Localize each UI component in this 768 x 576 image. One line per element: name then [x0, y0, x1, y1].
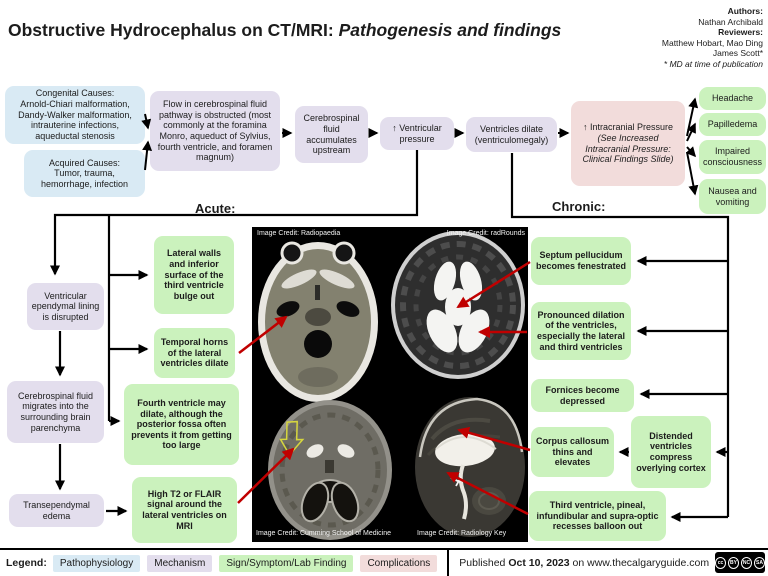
box-flow-obstructed: Flow in cerebrospinal fluid pathway is o… — [150, 91, 280, 171]
cc-nc-icon: NC — [741, 556, 752, 569]
box-high-t2-flair: High T2 or FLAIR signal around the later… — [132, 477, 237, 543]
legend-item-mechanism: Mechanism — [147, 554, 213, 572]
published-info: Published Oct 10, 2023 on www.thecalgary… — [447, 550, 709, 576]
reviewer-names-1: Matthew Hobart, Mao Ding — [661, 37, 763, 48]
box-transependymal-edema: Transependymal edema — [9, 494, 104, 527]
reviewer-names-2: James Scott* — [712, 48, 763, 58]
box-ventricular-pressure: ↑ Ventricular pressure — [380, 117, 454, 150]
image-credit-radiologykey: Image Credit: Radiology Key — [417, 530, 507, 537]
box-intracranial-pressure: ↑ Intracranial Pressure (See Increased I… — [571, 101, 685, 186]
box-pronounced-dilation: Pronounced dilation of the ventricles, e… — [531, 302, 631, 360]
legend-item-complications: Complications — [360, 554, 438, 572]
box-csf-accumulates: Cerebrospinal fluid accumulates upstream — [295, 106, 368, 163]
box-headache: Headache — [699, 87, 766, 110]
box-csf-migrates: Cerebrospinal fluid migrates into the su… — [7, 381, 104, 443]
image-credit-cumming: Image Credit: Cumming School of Medicine — [256, 530, 392, 537]
cc-icon: cc — [715, 556, 726, 569]
box-acquired-causes: Acquired Causes: Tumor, trauma, hemorrha… — [24, 150, 145, 197]
box-third-ventricle-recesses: Third ventricle, pineal, infundibular an… — [529, 491, 666, 541]
authors-label: Authors: — [727, 6, 763, 16]
cc-by-icon: BY — [728, 556, 739, 569]
reviewers-label: Reviewers: — [718, 27, 763, 37]
page-title-italic: Pathogenesis and findings — [338, 19, 562, 40]
published-date: Oct 10, 2023 — [508, 557, 570, 569]
flair-axial-scan — [268, 400, 392, 540]
cc-license-badge: cc BY NC SA — [715, 552, 765, 573]
published-site: on www.thecalgaryguide.com — [572, 557, 710, 569]
box-nausea-vomiting: Nausea and vomiting — [699, 179, 766, 214]
page-title-main: Obstructive Hydrocephalus on CT/MRI: — [8, 19, 339, 40]
cc-sa-icon: SA — [754, 556, 765, 569]
legend-bar: Legend: Pathophysiology Mechanism Sign/S… — [0, 548, 768, 576]
box-impaired-consciousness: Impaired consciousness — [699, 140, 766, 174]
acute-section-header: Acute: — [195, 201, 236, 216]
author-name: Nathan Archibald — [698, 16, 763, 27]
authors-block: Authors: Nathan Archibald Reviewers: Mat… — [662, 6, 763, 69]
yellow-arrow-annotation — [279, 420, 305, 457]
box-ventricles-dilate: Ventricles dilate (ventriculomegaly) — [466, 117, 557, 152]
box-fourth-ventricle: Fourth ventricle may dilate, although th… — [124, 384, 239, 465]
box-septum-pellucidum: Septum pellucidum becomes fenestrated — [531, 237, 631, 285]
icp-main-text: ↑ Intracranial Pressure — [582, 122, 674, 133]
legend-item-pathophysiology: Pathophysiology — [52, 554, 141, 572]
md-note: * MD at time of publication — [663, 58, 763, 69]
published-prefix: Published — [459, 557, 506, 569]
box-ependymal-disrupted: Ventricular ependymal lining is disrupte… — [27, 283, 104, 330]
icp-italic-text: (See Increased Intracranial Pressure: Cl… — [582, 132, 674, 165]
chronic-section-header: Chronic: — [552, 199, 606, 214]
box-distended-ventricles: Distended ventricles compress overlying … — [631, 416, 711, 488]
page-title: Obstructive Hydrocephalus on CT/MRI: Pat… — [8, 20, 561, 41]
box-corpus-callosum: Corpus callosum thins and elevates — [531, 427, 614, 477]
box-lateral-walls: Lateral walls and inferior surface of th… — [154, 236, 234, 314]
box-temporal-horns: Temporal horns of the lateral ventricles… — [154, 328, 235, 378]
box-papilledema: Papilledema — [699, 113, 766, 136]
legend-label: Legend: — [6, 557, 47, 569]
legend-item-sign-symptom: Sign/Symptom/Lab Finding — [219, 554, 354, 572]
box-congenital-causes: Congenital Causes: Arnold-Chiari malform… — [5, 86, 145, 144]
image-credit-radrounds: Image Credit: radRounds — [446, 230, 525, 237]
box-fornices-depressed: Fornices become depressed — [531, 379, 634, 412]
